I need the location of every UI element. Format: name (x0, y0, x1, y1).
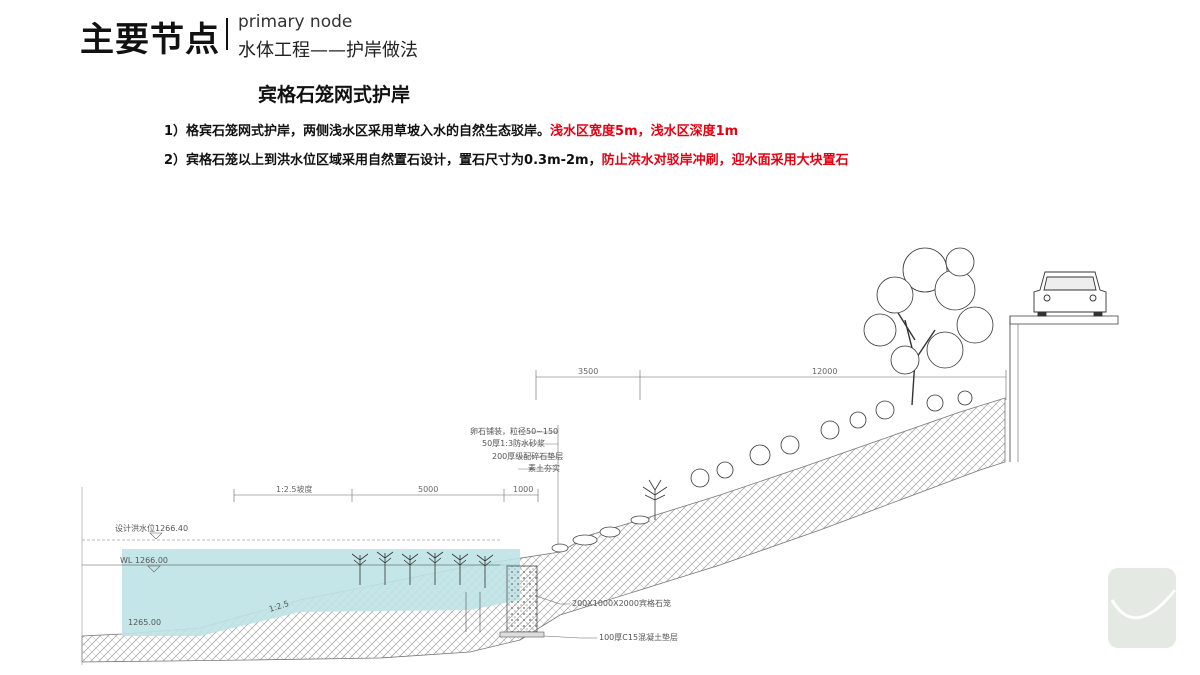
title-divider (226, 18, 228, 50)
layer-label-1: 卵石铺装，粒径50~150 (470, 426, 558, 436)
concrete-label: 100厚C15混凝土垫层 (599, 632, 678, 642)
bottom-level-label: 1265.00 (128, 618, 161, 627)
note-1-text: 1）格宾石笼网式护岸，两侧浅水区采用草坡入水的自然生态驳岸。 (164, 124, 551, 139)
note-1-highlight: 浅水区宽度5m，浅水区深度1m (550, 124, 739, 139)
gabion-label: 200X1000X2000宾格石笼 (572, 598, 671, 608)
subtitle-en: primary node (238, 12, 353, 32)
aquatic-plants (351, 551, 494, 588)
flood-level-label: 设计洪水位1266.40 (115, 523, 188, 533)
placed-rocks (551, 515, 650, 553)
dim-1000: 1000 (513, 485, 533, 494)
gabion-box (506, 565, 538, 633)
note-2-text: 2）宾格石笼以上到洪水位区域采用自然置石设计，置石尺寸为0.3m-2m， (164, 153, 602, 168)
normal-level-label: WL 1266.00 (120, 556, 168, 565)
tree (863, 247, 994, 406)
palm-plant (642, 479, 668, 520)
dim-3500: 3500 (578, 367, 598, 376)
watermark-logo (1108, 568, 1177, 648)
layer-label-3: 200厚级配碎石垫层 (492, 451, 563, 461)
concrete-base (499, 631, 545, 638)
note-2-highlight: 防止洪水对驳岸冲刷，迎水面采用大块置石 (601, 153, 849, 168)
dim-slope: 1:2.5坡度 (276, 484, 313, 494)
layer-label-4: 素土夯实 (528, 463, 560, 473)
car-icon (1033, 271, 1107, 317)
note-2: 2）宾格石笼以上到洪水位区域采用自然置石设计，置石尺寸为0.3m-2m，防止洪水… (164, 149, 849, 168)
subtitle-cn: 水体工程——护岸做法 (238, 40, 418, 61)
slope-shrubs (690, 390, 973, 488)
page-title: 主要节点 (80, 20, 220, 60)
note-1: 1）格宾石笼网式护岸，两侧浅水区采用草坡入水的自然生态驳岸。浅水区宽度5m，浅水… (164, 120, 738, 139)
layer-label-2: 50厚1:3防水砂浆 (482, 438, 545, 448)
dim-5000: 5000 (418, 485, 438, 494)
dim-12000: 12000 (812, 367, 837, 376)
section-title: 宾格石笼网式护岸 (258, 84, 411, 106)
water-body (122, 549, 520, 636)
road-deck (1009, 315, 1119, 325)
